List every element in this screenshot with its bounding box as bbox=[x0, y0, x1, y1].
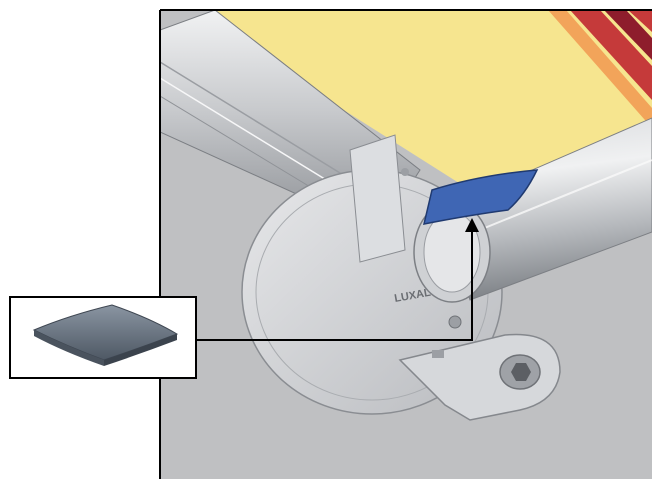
arm-end-cap bbox=[349, 134, 406, 263]
fabric-stripe-dark-red bbox=[604, 10, 652, 60]
fabric-stripe-red bbox=[570, 10, 652, 100]
blue-pad-placement bbox=[423, 169, 539, 225]
callout-arrowhead bbox=[465, 218, 479, 232]
plate-screw bbox=[448, 315, 462, 329]
pad-detail-icon bbox=[32, 304, 179, 366]
roller-highlight bbox=[459, 159, 652, 239]
fabric-stripe-red-corner bbox=[628, 10, 652, 32]
plate-notch bbox=[432, 350, 444, 358]
plate-rivet bbox=[401, 168, 409, 176]
main-illustration: LUXAL bbox=[160, 10, 652, 479]
hex-bolt bbox=[511, 363, 531, 381]
callout-line bbox=[196, 228, 473, 341]
awning-fabric bbox=[210, 10, 652, 190]
fabric-stripe-orange bbox=[548, 10, 652, 128]
